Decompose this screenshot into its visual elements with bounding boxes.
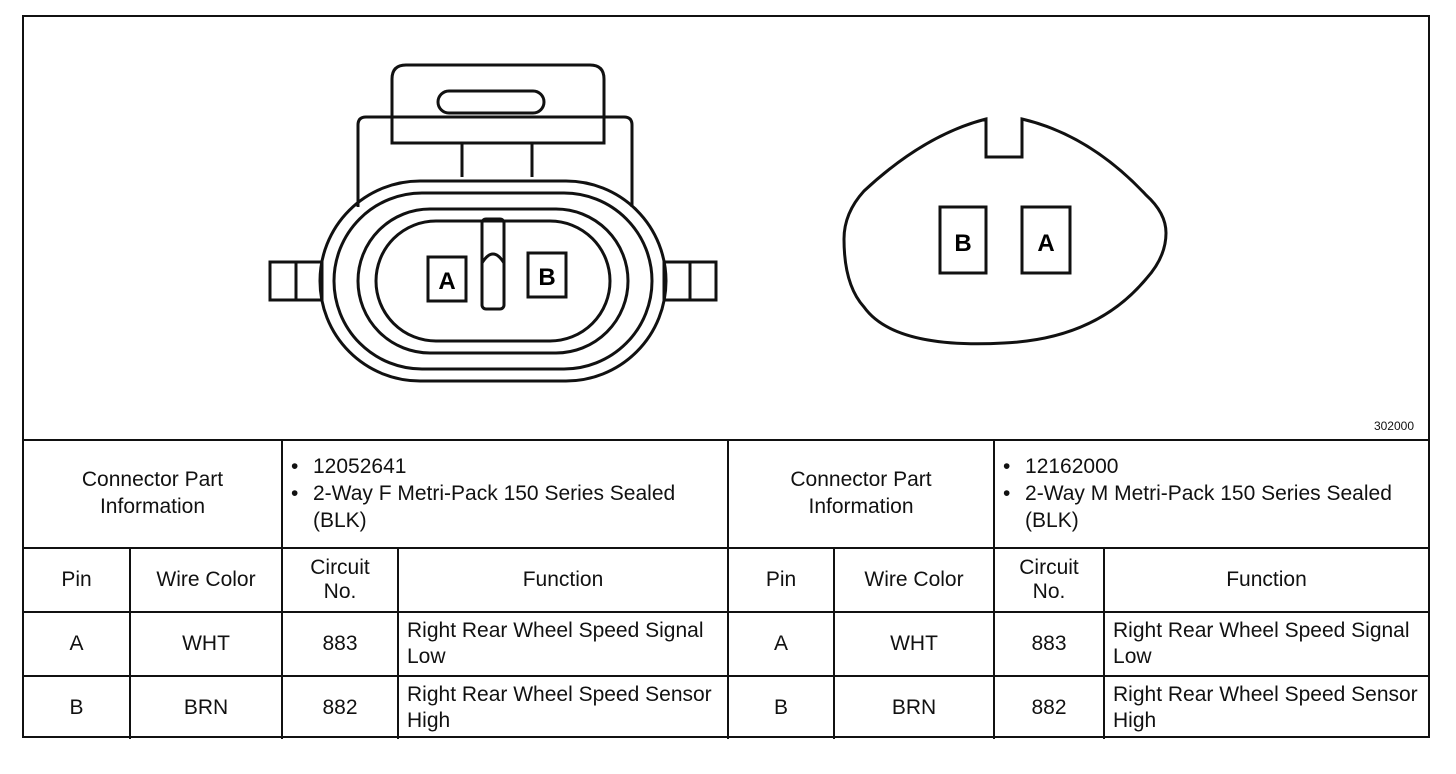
latch-housing [356, 115, 634, 207]
pin-divider [480, 217, 506, 311]
right-circuit: 883 [993, 611, 1106, 677]
right-function: Right Rear Wheel Speed Sensor High [1103, 675, 1429, 739]
female-pin-label-b: B [538, 264, 555, 291]
female-pin-b-box [526, 251, 568, 299]
male-pin-b-box [938, 205, 988, 275]
right-header-circuit: Circuit No. [993, 547, 1106, 613]
latch-slot [436, 89, 546, 115]
left-wire-color: WHT [129, 611, 283, 677]
left-circuit: 883 [281, 611, 399, 677]
left-wire-color: BRN [129, 675, 283, 739]
male-connector-body [842, 117, 1168, 346]
male-pin-label-b: B [954, 230, 971, 257]
left-pin: A [24, 611, 131, 677]
left-part-list: 12052641 2-Way F Metri-Pack 150 Series S… [291, 453, 719, 534]
connector-diagram: A B B A 302000 [24, 17, 1428, 441]
right-header-pin: Pin [727, 547, 836, 613]
column-header-row: Pin Wire Color Circuit No. Function Pin … [24, 547, 1429, 613]
connector-info-row: Connector Part Information 12052641 2-Wa… [24, 439, 1429, 549]
right-wire-color: WHT [833, 611, 996, 677]
right-part-number: 12162000 [1003, 453, 1420, 480]
right-header-function: Function [1103, 547, 1429, 613]
right-pin: B [727, 675, 836, 739]
female-pin-label-a: A [438, 268, 455, 295]
right-function: Right Rear Wheel Speed Signal Low [1103, 611, 1429, 677]
table-row: A WHT 883 Right Rear Wheel Speed Signal … [24, 611, 1429, 677]
right-wire-color: BRN [833, 675, 996, 739]
left-function: Right Rear Wheel Speed Sensor High [396, 675, 730, 739]
connector-frame: A B B A 302000 Connector Part Informatio… [22, 15, 1430, 739]
connector-drawing: A B B A [268, 63, 1168, 383]
left-header-wire-color: Wire Color [129, 547, 283, 613]
left-pin: B [24, 675, 131, 739]
left-part-number: 12052641 [291, 453, 719, 480]
left-header-circuit: Circuit No. [281, 547, 399, 613]
left-info-label: Connector Part Information [24, 439, 283, 549]
right-info-cell: 12162000 2-Way M Metri-Pack 150 Series S… [993, 439, 1429, 549]
right-part-list: 12162000 2-Way M Metri-Pack 150 Series S… [1003, 453, 1420, 534]
right-header-wire-color: Wire Color [833, 547, 996, 613]
left-header-pin: Pin [24, 547, 131, 613]
table-row: B BRN 882 Right Rear Wheel Speed Sensor … [24, 675, 1429, 739]
male-pin-label-a: A [1037, 230, 1054, 257]
pinout-table: Connector Part Information 12052641 2-Wa… [24, 439, 1429, 739]
male-pin-a-box [1020, 205, 1072, 275]
figure-number: 302000 [1373, 419, 1414, 433]
right-circuit: 882 [993, 675, 1106, 739]
latch-tab [390, 63, 606, 125]
left-circuit: 882 [281, 675, 399, 739]
right-pin: A [727, 611, 836, 677]
female-pin-a-box [426, 255, 468, 303]
left-function: Right Rear Wheel Speed Signal Low [396, 611, 730, 677]
right-info-label: Connector Part Information [727, 439, 996, 549]
right-part-description: 2-Way M Metri-Pack 150 Series Sealed (BL… [1003, 480, 1420, 534]
left-header-function: Function [396, 547, 730, 613]
connector-body [318, 179, 668, 383]
left-part-description: 2-Way F Metri-Pack 150 Series Sealed (BL… [291, 480, 719, 534]
left-info-cell: 12052641 2-Way F Metri-Pack 150 Series S… [280, 439, 730, 549]
